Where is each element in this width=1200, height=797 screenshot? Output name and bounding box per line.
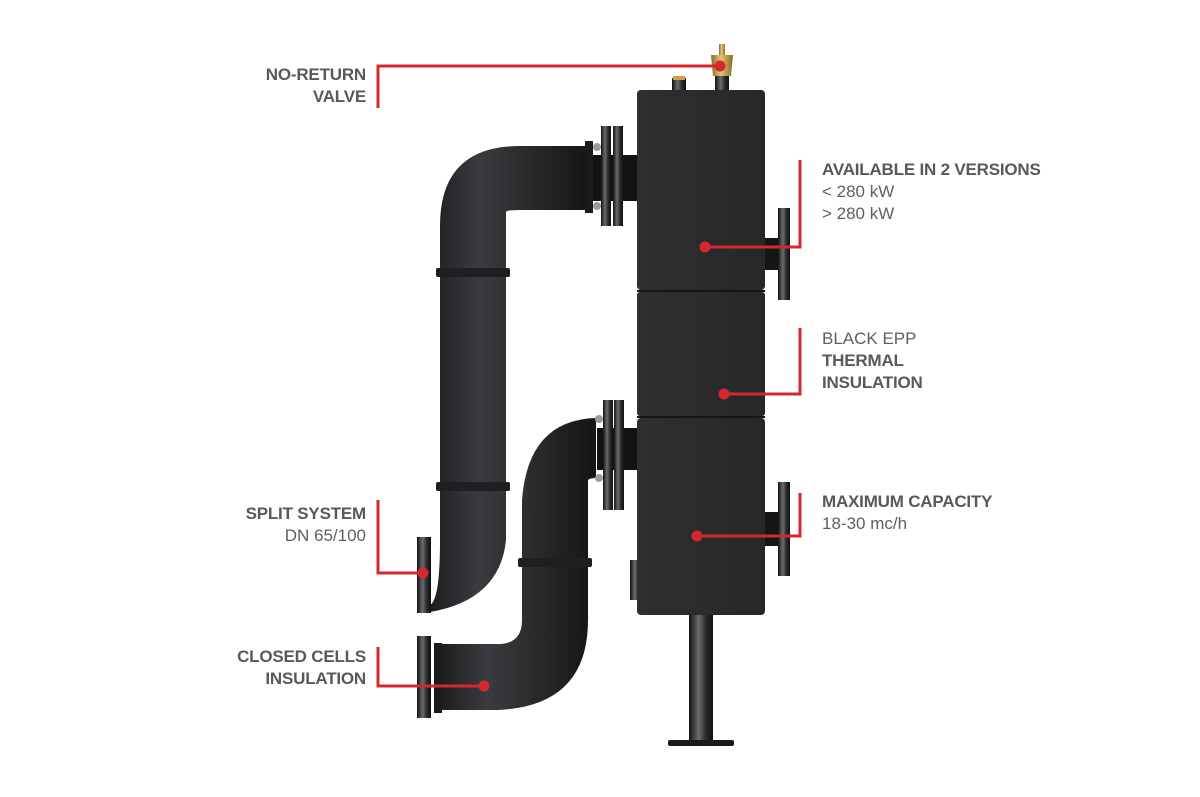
insulation-shell [637, 90, 765, 615]
split-system-flanges [417, 537, 431, 718]
support-leg [668, 614, 734, 746]
label-line: NO-RETURN [265, 65, 366, 84]
upper-pipe [430, 141, 593, 612]
label-line: 18-30 mc/h [822, 514, 908, 533]
label-line: INSULATION [822, 373, 923, 392]
lower-flange [595, 400, 637, 510]
callout-dots [417, 60, 730, 692]
right-flanges [763, 208, 790, 576]
label-insulation: BLACK EPP THERMAL INSULATION [822, 328, 923, 394]
callout-line-closed-cells [376, 647, 484, 688]
label-line: DN 65/100 [284, 526, 366, 545]
label-capacity: MAXIMUM CAPACITY 18-30 mc/h [822, 491, 992, 535]
callout-dot-capacity [691, 530, 703, 542]
label-line: SPLIT SYSTEM [245, 504, 367, 523]
label-line: < 280 kW [822, 182, 895, 201]
label-line: MAXIMUM CAPACITY [822, 492, 993, 511]
callout-line-split [376, 500, 423, 575]
label-line: AVAILABLE IN 2 VERSIONS [822, 160, 1041, 179]
label-closed-cells: CLOSED CELLS INSULATION [180, 646, 366, 690]
label-versions: AVAILABLE IN 2 VERSIONS < 280 kW > 280 k… [822, 159, 1041, 225]
lower-pipe [434, 418, 596, 713]
callout-line-versions [705, 160, 802, 249]
callout-line-capacity [697, 493, 802, 538]
callout-dot-versions [699, 241, 711, 253]
label-line: CLOSED CELLS [237, 647, 366, 666]
label-line: VALVE [312, 87, 366, 106]
callout-dot-split [417, 567, 429, 579]
upper-flange [593, 126, 637, 226]
label-line: INSULATION [265, 669, 366, 688]
callout-dot-valve [714, 60, 726, 72]
label-line: THERMAL [822, 351, 904, 370]
label-line: BLACK EPP [822, 329, 917, 348]
label-split-system: SPLIT SYSTEM DN 65/100 [180, 503, 367, 547]
callout-dot-insulation [718, 388, 730, 400]
callout-line-valve [376, 64, 720, 108]
label-line: > 280 kW [822, 204, 895, 223]
callout-lines [376, 64, 802, 688]
label-no-return-valve: NO-RETURN VALVE [200, 64, 366, 108]
callout-line-insulation [724, 328, 802, 396]
callout-dot-closed-cells [478, 680, 490, 692]
